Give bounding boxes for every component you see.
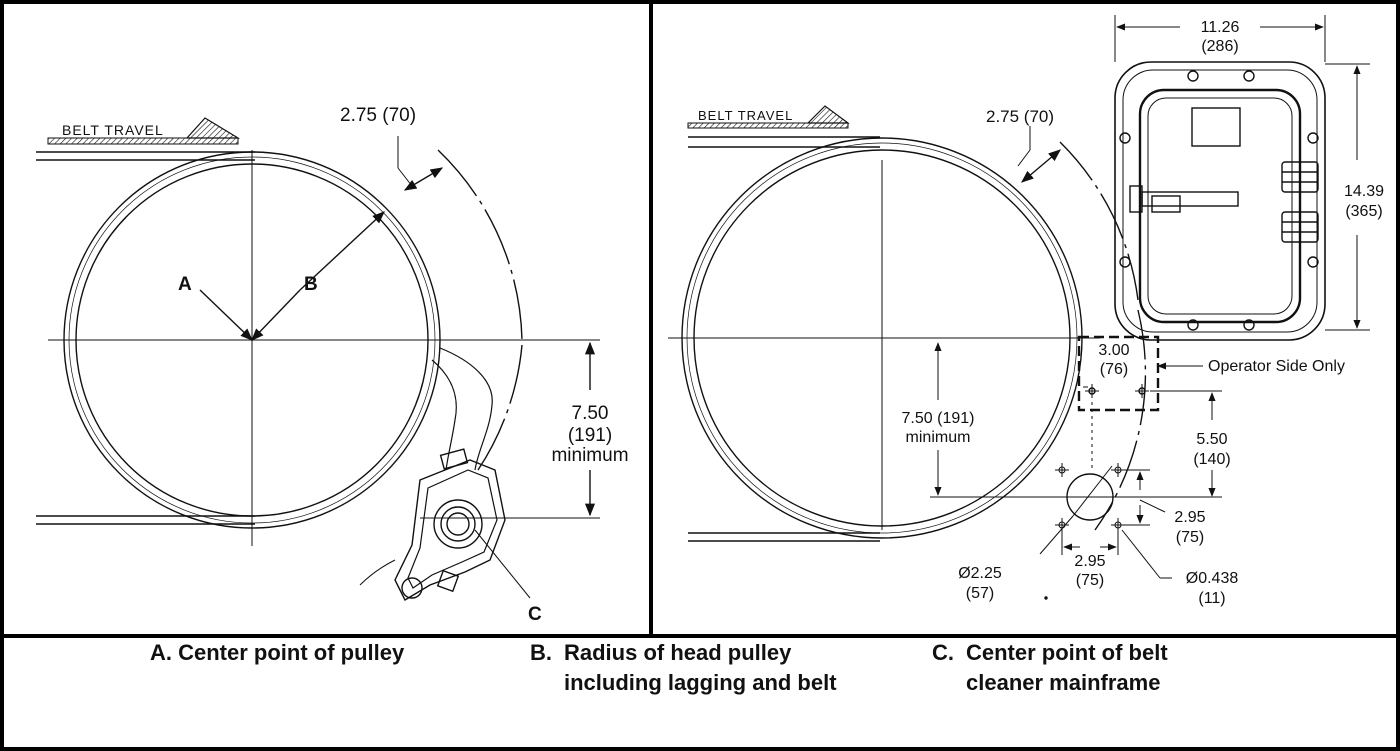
right-dim-top-label: 2.75 (70) (986, 107, 1054, 126)
left-dim-side-line3: minimum (551, 445, 628, 466)
inspection-door (1114, 61, 1326, 341)
vertical-5-50-line2: (140) (1193, 451, 1230, 468)
left-belt-travel-arrow (47, 117, 241, 145)
left-label-c: C (528, 604, 542, 625)
door-height-line2: (365) (1345, 203, 1382, 220)
left-dim-side-line2: (191) (568, 425, 612, 446)
shaft-diameter-line2: (57) (966, 585, 994, 602)
legend-c-text-line1: Center point of belt (966, 640, 1168, 665)
right-panel-labels: BELT TRAVEL 2.75 (70) 11.26 (286) 14.39 … (698, 19, 1384, 607)
right-min-line2: minimum (906, 429, 971, 446)
legend-c-text-line2: cleaner mainframe (966, 670, 1161, 695)
legend-c-label: C. (932, 640, 954, 665)
bolt-spacing-v-line1: 2.95 (1174, 509, 1205, 526)
left-belt-travel-label: BELT TRAVEL (62, 122, 164, 138)
bolt-spacing-v-line2: (75) (1176, 529, 1204, 546)
box-dim-line1: 3.00 (1098, 342, 1129, 359)
right-panel (668, 15, 1370, 600)
right-clearance-arc (1059, 141, 1139, 301)
left-panel (36, 117, 600, 601)
bolt-diameter-line1: Ø0.438 (1186, 570, 1239, 587)
right-belt-travel-arrow (687, 105, 850, 129)
legend-a-label: A. (150, 640, 172, 665)
operator-side-label: Operator Side Only (1208, 358, 1345, 375)
door-height-line1: 14.39 (1344, 183, 1384, 200)
left-cleaner-bracket (359, 347, 531, 601)
left-leader-a (199, 289, 253, 341)
operator-side-box (1077, 335, 1160, 412)
left-leader-b (251, 289, 301, 341)
door-width-line1: 11.26 (1201, 19, 1240, 36)
left-dim-top-label: 2.75 (70) (340, 105, 416, 126)
left-clearance-arc (437, 149, 523, 341)
box-dim-line2: (76) (1100, 361, 1128, 378)
legend-b-text-line2: including lagging and belt (564, 670, 837, 695)
bolt-spacing-h-line1: 2.95 (1074, 553, 1105, 570)
shaft-hole (1066, 473, 1114, 521)
legend-b: B. Radius of head pulley including laggin… (530, 638, 837, 698)
bolt-spacing-h-line2: (75) (1076, 572, 1104, 589)
legend-c: C. Center point of belt cleaner mainframe (932, 638, 1168, 698)
right-belt-travel-label: BELT TRAVEL (698, 108, 793, 123)
left-label-b: B (304, 274, 318, 295)
left-clearance-dim (403, 167, 444, 191)
vertical-5-50-line1: 5.50 (1196, 431, 1227, 448)
right-clearance-dim (1021, 149, 1061, 183)
right-min-line1: 7.50 (191) (902, 410, 975, 427)
left-label-a: A (178, 274, 192, 295)
legend-b-label: B. (530, 640, 552, 665)
legend-a-text: Center point of pulley (178, 640, 405, 665)
bolt-diameter-line2: (11) (1198, 590, 1225, 607)
legend-a: A. Center point of pulley (150, 638, 404, 668)
left-dim-side-line1: 7.50 (572, 403, 609, 424)
legend-b-text-line1: Radius of head pulley (564, 640, 792, 665)
left-radius-line (299, 211, 385, 291)
left-panel-labels: BELT TRAVEL 2.75 (70) A B C 7.50 (191) m… (62, 105, 629, 625)
door-width-line2: (286) (1201, 38, 1238, 55)
shaft-diameter-line1: Ø2.25 (958, 565, 1002, 582)
